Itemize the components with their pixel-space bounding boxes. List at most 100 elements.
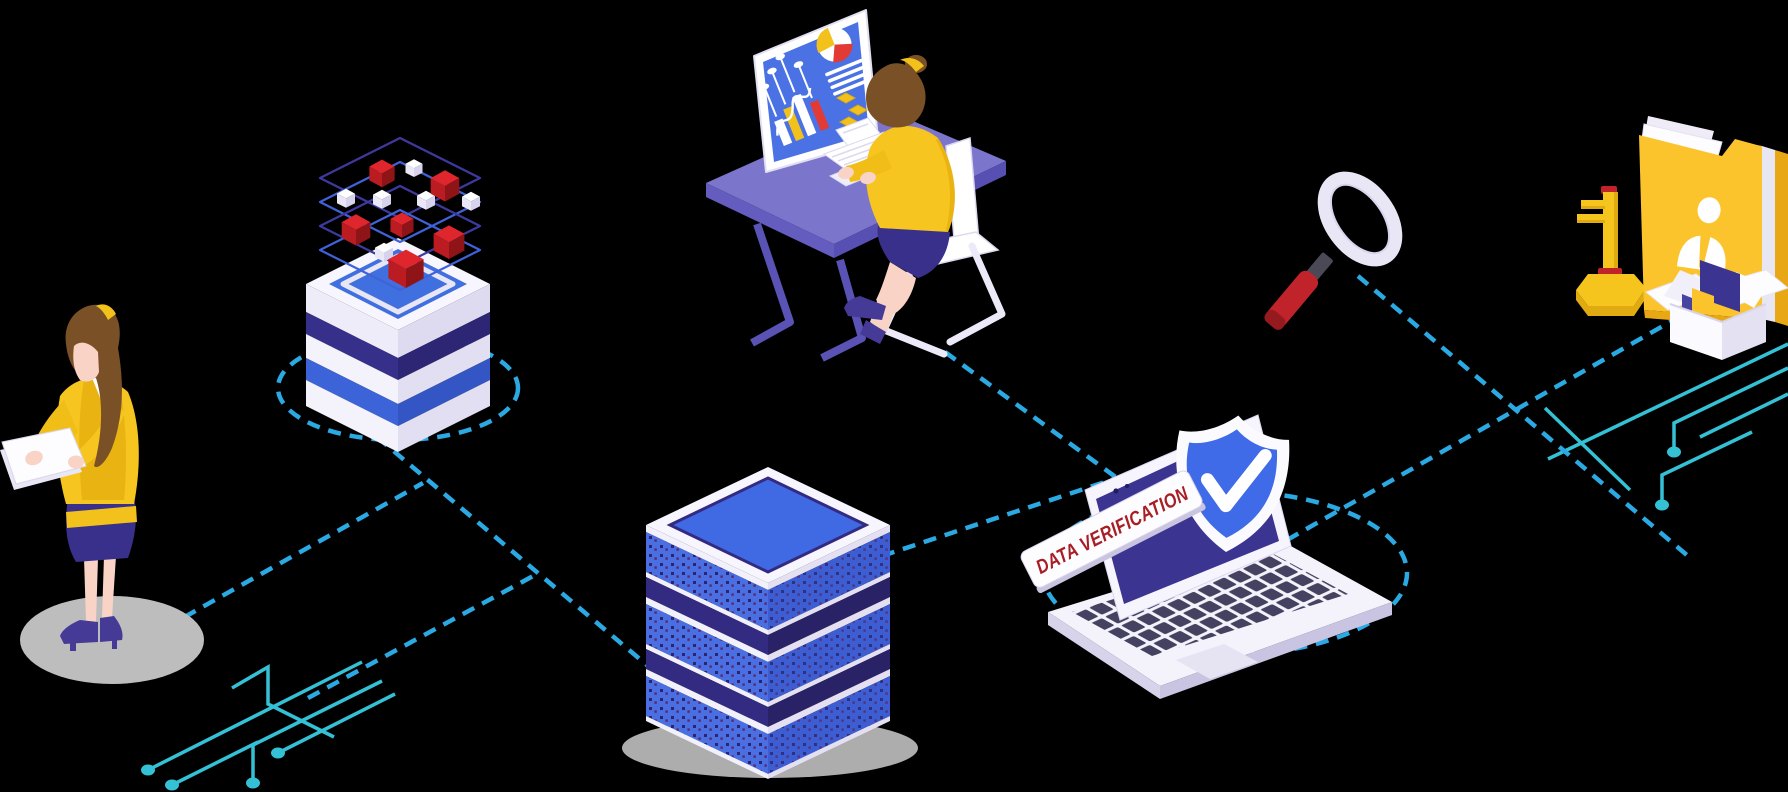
key-icon: [1576, 186, 1646, 316]
connection-server-to-laptop: [881, 475, 1118, 559]
circuit-line: [147, 660, 363, 772]
band-dark-left: [306, 312, 398, 380]
folder-back: [1775, 150, 1788, 326]
analyst-hand: [838, 166, 854, 180]
platform-top-inset: [329, 249, 467, 319]
database-server: [622, 467, 918, 779]
magnifier-handle-tip: [1264, 309, 1286, 330]
connection-laptop-to-folder: [1285, 316, 1679, 542]
desk-legs: [750, 222, 866, 362]
file-yellow: [1692, 288, 1714, 314]
key-tooth: [1577, 214, 1605, 223]
circuit-line: [1660, 430, 1753, 500]
box-rim: [1669, 303, 1767, 324]
pie-slice-red: [833, 43, 853, 63]
key-bow-side: [1576, 288, 1646, 316]
secure-archive: [1576, 116, 1788, 360]
key-bow: [1576, 274, 1646, 306]
laptop-touchpad: [1176, 644, 1258, 679]
analyst-top: [865, 125, 955, 232]
check-icon: [1200, 449, 1272, 513]
circuit-line: [1543, 406, 1632, 492]
magnifier-collar: [1307, 252, 1333, 280]
dashboard-charts: [759, 27, 871, 146]
laptop-base-edge: [1048, 612, 1160, 699]
analyst-hand: [860, 171, 876, 185]
archive-box-icon: [1645, 260, 1788, 360]
circuit-line: [1547, 342, 1788, 461]
analyst-skirt: [877, 226, 950, 278]
magnifier-handle-group: [1264, 252, 1333, 330]
platform-tray-rim: [340, 253, 456, 315]
circuit-line: [1672, 366, 1788, 448]
analyst-shoe: [844, 296, 886, 320]
data-cube-platform: [306, 136, 490, 452]
connection-cube-to-server: [375, 435, 650, 668]
band-blue-right: [398, 358, 490, 426]
connection-circuit-to-server: [306, 573, 537, 700]
webcam-dot: [1113, 488, 1119, 494]
user-tie: [1699, 235, 1711, 268]
analyst-shoe: [860, 320, 886, 344]
user-silhouette-icon: [1676, 197, 1726, 273]
banner-plate: [1020, 470, 1203, 588]
slab-left: [306, 284, 398, 358]
circuit-line: [1699, 392, 1788, 439]
skirt-belt: [66, 506, 137, 528]
laptop-keyboard: [1072, 551, 1348, 656]
chart-pin-heads: [759, 53, 804, 91]
circuit-traces-left: [141, 660, 396, 791]
analyst-hand: [68, 455, 84, 469]
slab-left: [306, 380, 398, 452]
analyst-top-shade: [936, 138, 955, 232]
platform-stack: [306, 238, 490, 452]
shield-inner: [1186, 429, 1278, 538]
seated-analyst: [838, 55, 955, 344]
circuit-line: [251, 679, 383, 783]
circuit-line: [231, 663, 335, 739]
paper-fold: [842, 123, 869, 134]
analyst-hand: [25, 450, 43, 466]
connection-magnifier-down: [1356, 274, 1690, 558]
hair-band: [900, 58, 924, 72]
key-tooth: [1581, 200, 1605, 209]
slab-right: [398, 334, 490, 404]
slab-left: [306, 334, 398, 404]
documents-icon: [1, 427, 87, 485]
circuit-traces-right: [1543, 342, 1788, 511]
magnifier-lens-rim: [1329, 183, 1391, 255]
shoe-heel: [70, 642, 76, 651]
key-tooth-shade: [1577, 220, 1605, 223]
dashboard-text-lines: [825, 58, 871, 96]
band-dark-right: [398, 312, 490, 380]
analyst-leg: [876, 262, 916, 314]
chart-pins: [764, 58, 813, 118]
slab-right: [398, 284, 490, 358]
shoe-heel: [112, 640, 117, 649]
connection-desk-to-laptop: [943, 350, 1119, 480]
shield-check-icon: [1176, 415, 1290, 552]
line-chart: [776, 87, 812, 136]
magnifier-handle: [1266, 270, 1319, 328]
standing-analyst: [0, 304, 204, 684]
folder-page: [1646, 116, 1714, 142]
verification-laptop: DATA VERIFICATION: [1020, 414, 1392, 699]
webcam-dot: [1125, 484, 1129, 488]
analyst-shoe: [100, 616, 123, 642]
key-band: [1598, 268, 1622, 275]
circuit-line: [277, 692, 396, 755]
connection-woman-to-cube: [163, 481, 425, 630]
circuit-line: [171, 740, 259, 787]
magnifier-icon: [1264, 171, 1403, 330]
circuit-node-dots: [141, 747, 285, 791]
pie-slice-yellow: [816, 27, 835, 54]
analyst-workstation: [706, 9, 1006, 362]
key-tooth-shade: [1581, 206, 1605, 209]
analyst-hair: [866, 63, 926, 128]
user-head: [1697, 197, 1721, 224]
desk-edge: [706, 183, 834, 258]
slab-right: [398, 380, 490, 452]
analyst-leg: [84, 558, 98, 622]
analyst-arm: [846, 150, 892, 182]
